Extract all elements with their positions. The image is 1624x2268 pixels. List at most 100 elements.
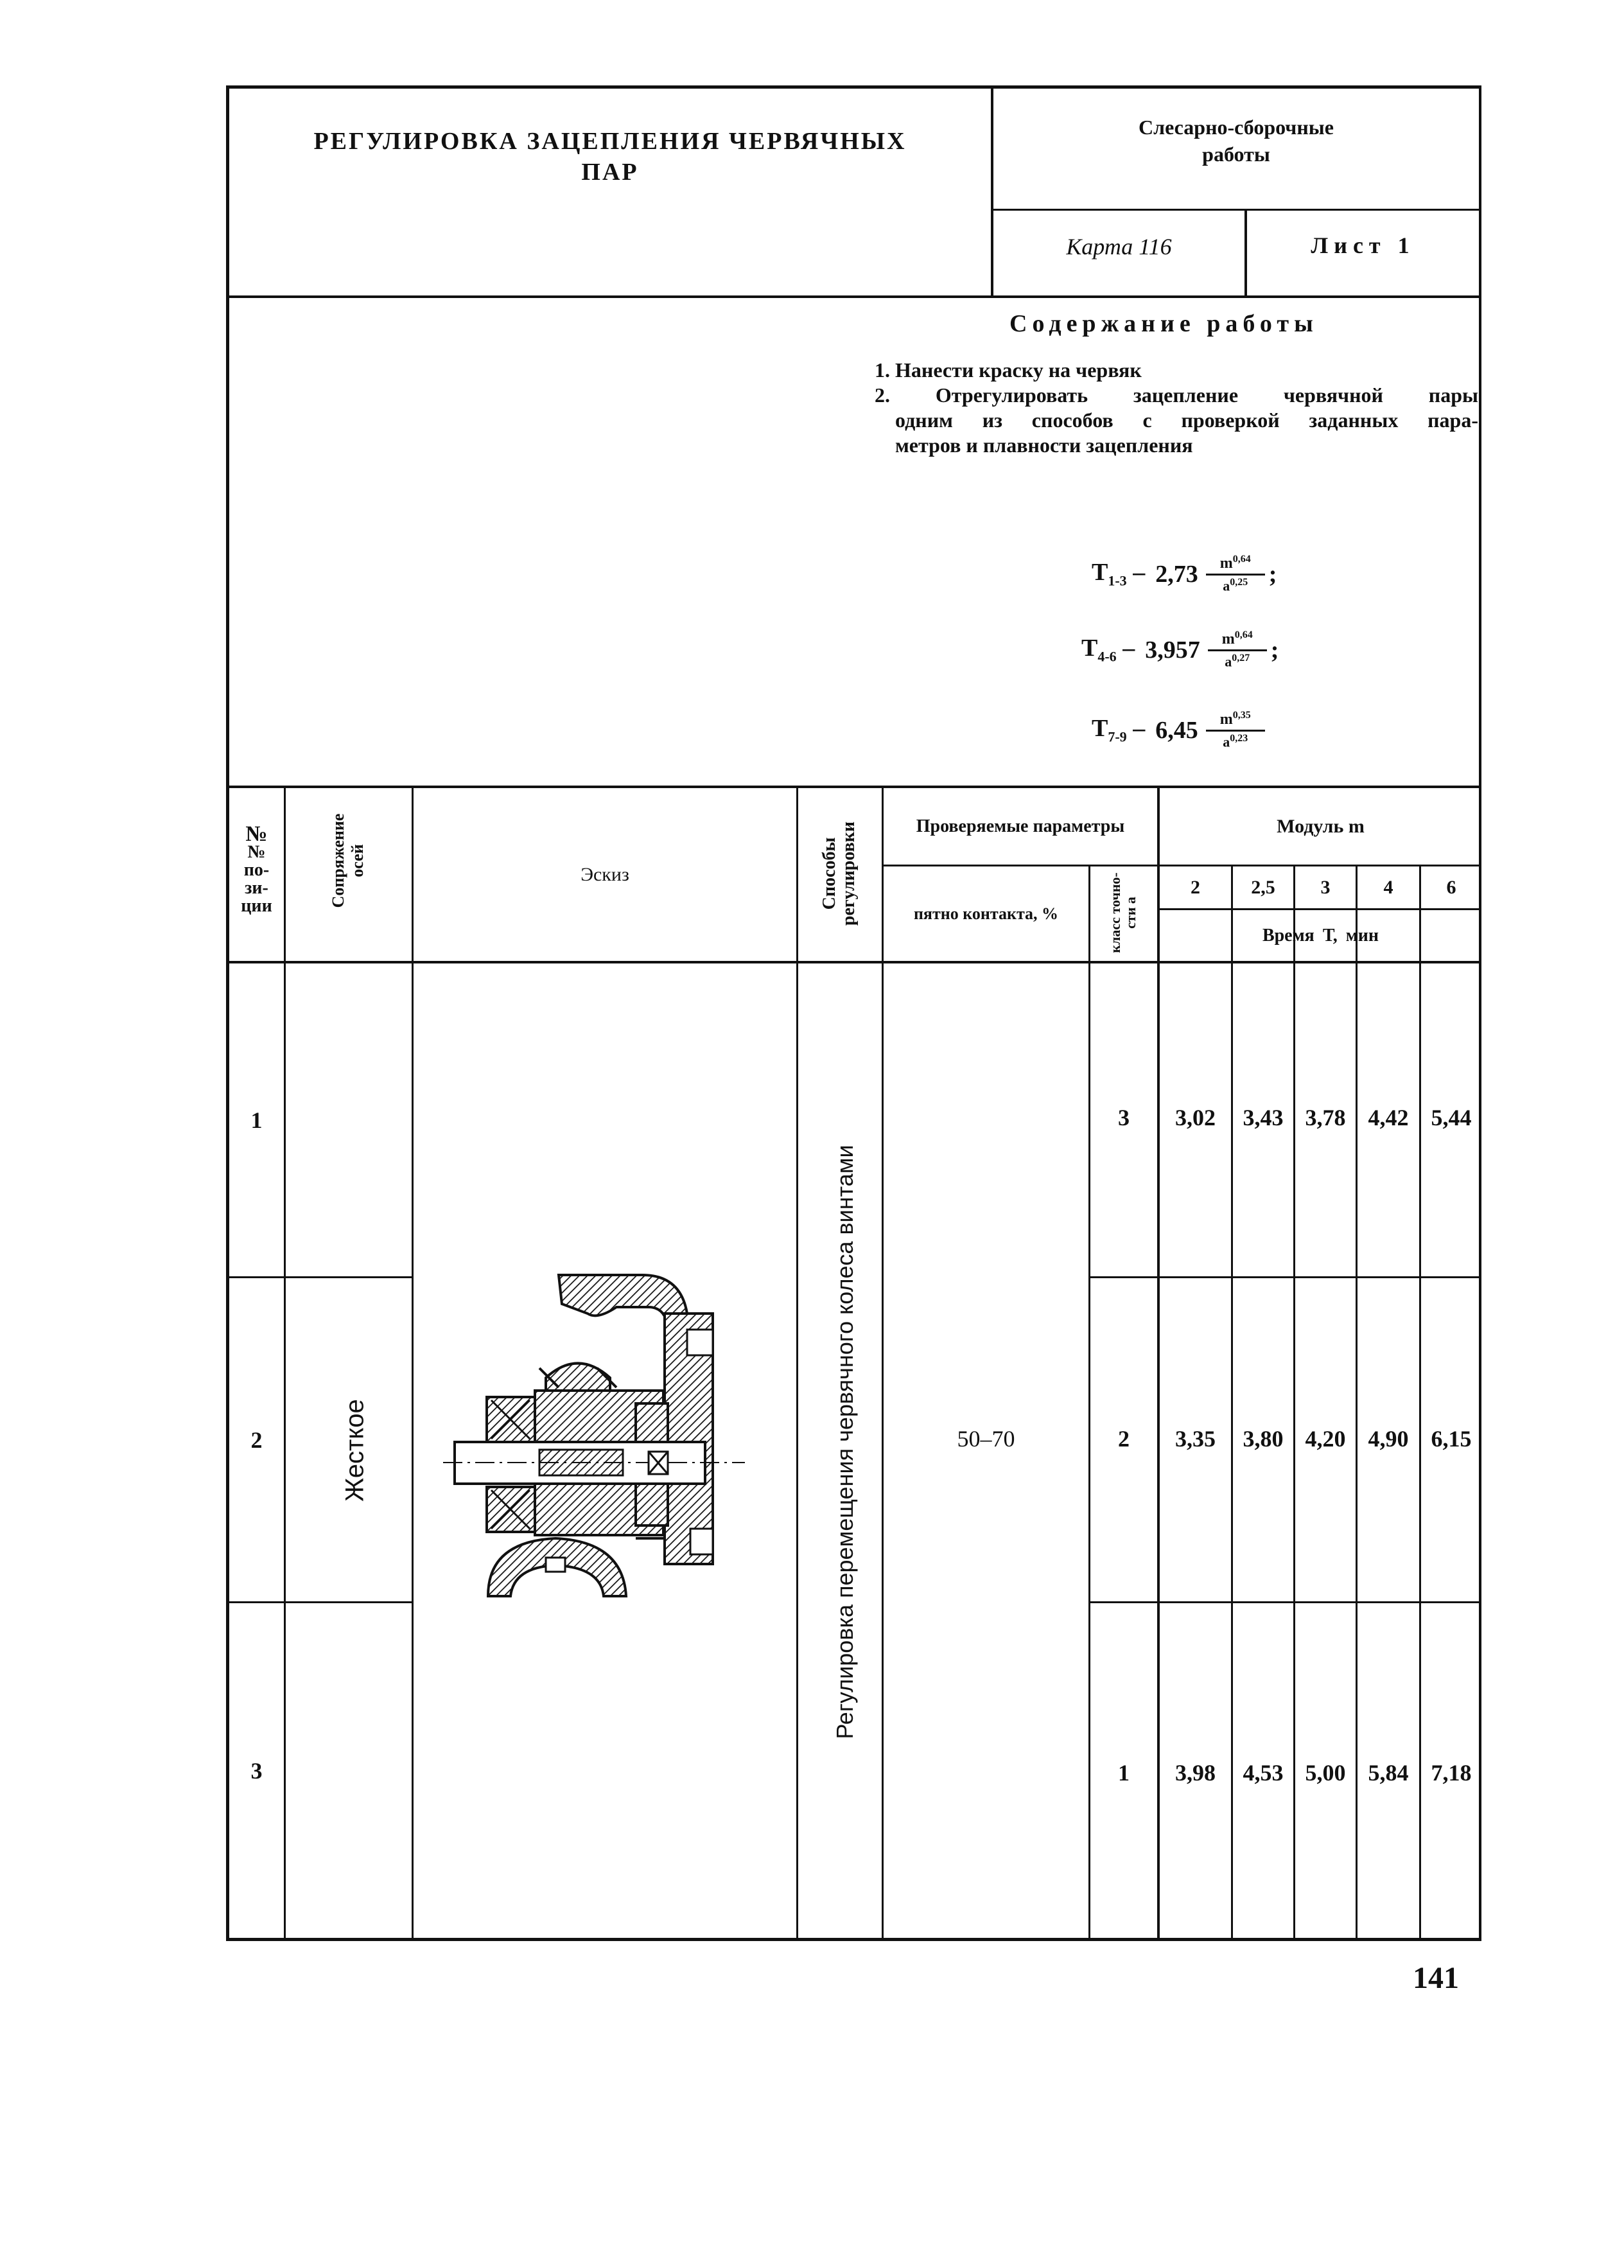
- row-1-time-m2-5: 3,43: [1243, 1105, 1284, 1130]
- col-line-6: [1157, 786, 1160, 1939]
- col-line-10: [1419, 865, 1421, 1939]
- formula-1-coefficient: 2,73: [1155, 560, 1198, 588]
- header-accuracy: класс точно- сти а: [1107, 872, 1139, 953]
- modules-subheader-line: [1157, 908, 1481, 910]
- row-2-time-m4: 4,90: [1368, 1426, 1409, 1452]
- col-line-8: [1293, 865, 1295, 1939]
- row-3-time-m6: 7,18: [1431, 1760, 1472, 1786]
- col-line-4: [882, 786, 884, 1939]
- content-title: Содержание работы: [1009, 310, 1318, 337]
- header-position: № № по- зи- ции: [229, 823, 284, 916]
- step-2-line-2: одним из способов с проверкой заданных п…: [895, 409, 1478, 432]
- row-1-time-m3: 3,78: [1305, 1105, 1346, 1130]
- formula-exponent: 0,35: [1232, 710, 1251, 721]
- row-3-time-m3: 5,00: [1305, 1760, 1346, 1786]
- formula-2-subscript: 4-6: [1097, 648, 1117, 665]
- step-2-line-1: 2. Отрегулировать зацепление червячной п…: [875, 383, 1478, 407]
- col-line-9: [1356, 865, 1358, 1939]
- header-contact: пятно контакта, %: [913, 904, 1059, 923]
- frame-left: [226, 85, 229, 1941]
- col-line-2: [412, 786, 414, 1939]
- title-line-1: РЕГУЛИРОВКА ЗАЦЕПЛЕНИЯ ЧЕРВЯЧНЫХ: [313, 128, 907, 155]
- module-4: 4: [1383, 876, 1393, 898]
- row-2-time-m6: 6,15: [1431, 1426, 1472, 1452]
- row-2-time-m3: 4,20: [1305, 1426, 1346, 1452]
- header-methods: Способы регулировки: [819, 821, 859, 926]
- row-3-time-m2: 3,98: [1175, 1760, 1216, 1786]
- col-line-1: [284, 786, 286, 1939]
- step-1: 1. Нанести краску на червяк: [875, 358, 1142, 382]
- formula-exponent: 0,25: [1230, 577, 1248, 588]
- work-category: Слесарно-сборочные работы: [993, 114, 1479, 168]
- params-subheader-line: [882, 865, 1481, 866]
- col-line-7: [1231, 865, 1233, 1939]
- row-2-accuracy: 2: [1118, 1426, 1130, 1452]
- header-vertical-1: [991, 85, 993, 297]
- row-3-time-m2-5: 4,53: [1243, 1760, 1284, 1786]
- work-steps: 1. Нанести краску на червяк 2. Отрегулир…: [875, 358, 1478, 458]
- screw-head-bottom: [689, 1527, 714, 1556]
- formula-2-tail: ;: [1270, 636, 1279, 664]
- header-position-label: № по- зи- ции: [241, 842, 272, 916]
- document-title: РЕГУЛИРОВКА ЗАЦЕПЛЕНИЯ ЧЕРВЯЧНЫХ ПАР: [231, 126, 989, 188]
- frame-right: [1479, 85, 1481, 1941]
- step-2-line-3: метров и плавности зацепления: [895, 434, 1193, 457]
- contact-value: 50–70: [957, 1426, 1015, 1452]
- table-top: [226, 786, 1481, 788]
- axes-value: Жесткое: [340, 1399, 369, 1502]
- formula-exponent: 0,64: [1234, 629, 1253, 640]
- formula-2-numerator: m0,64: [1207, 629, 1267, 651]
- module-3: 3: [1320, 876, 1331, 898]
- row-1-time-m4: 4,42: [1368, 1105, 1409, 1130]
- formula-2-coefficient: 3,957: [1145, 636, 1200, 664]
- worm-wheel-bottom: [486, 1536, 628, 1597]
- row-3-accuracy: 1: [1118, 1760, 1130, 1786]
- header-module: Модуль m: [1277, 815, 1365, 837]
- formula-exponent: 0,23: [1230, 733, 1248, 744]
- method-value: Регулировка перемещения червячного колес…: [832, 1145, 858, 1739]
- row-1-position: 1: [250, 1107, 263, 1133]
- row-2-position: 2: [250, 1427, 263, 1453]
- category-line-2: работы: [1202, 143, 1270, 166]
- row-1-time-m2: 3,02: [1175, 1105, 1216, 1130]
- category-line-1: Слесарно-сборочные: [1139, 116, 1334, 139]
- formula-exponent: 0,27: [1232, 653, 1250, 664]
- module-2-5: 2,5: [1251, 876, 1275, 898]
- formula-3-numerator: m0,35: [1205, 710, 1265, 732]
- col-line-5: [1088, 865, 1090, 1939]
- formula-1-tail: ;: [1268, 560, 1277, 588]
- formula-exponent: 0,64: [1232, 554, 1251, 565]
- formula-3-subscript: 7-9: [1108, 728, 1127, 745]
- header-divider: [226, 295, 1481, 298]
- module-2: 2: [1191, 876, 1200, 898]
- row-1-accuracy: 3: [1118, 1105, 1130, 1130]
- header-params: Проверяемые параметры: [916, 816, 1125, 836]
- title-line-2: ПАР: [581, 159, 639, 186]
- row-3-position: 3: [250, 1757, 263, 1784]
- screw-head-top: [686, 1328, 714, 1357]
- card-number: Карта 116: [1066, 234, 1172, 259]
- header-sketch: Эскиз: [581, 863, 629, 885]
- formula-3-coefficient: 6,45: [1155, 716, 1198, 744]
- sheet-number: Лист 1: [1311, 233, 1415, 258]
- row-3-time-m4: 5,84: [1368, 1760, 1409, 1786]
- formula-2-denominator: a0,27: [1225, 653, 1250, 670]
- formula-3-denominator: a0,23: [1223, 733, 1248, 750]
- row-sep-2-right: [1088, 1601, 1481, 1603]
- row-2-time-m2-5: 3,80: [1243, 1426, 1284, 1452]
- col-line-3: [796, 786, 798, 1939]
- frame-bottom: [226, 1938, 1481, 1941]
- page-number: 141: [1413, 1961, 1459, 1995]
- header-axes: Сопряжение осей: [329, 813, 367, 908]
- time-label: Время Т, мин: [1262, 925, 1379, 945]
- row-2-time-m2: 3,35: [1175, 1426, 1216, 1452]
- row-sep-1-left: [226, 1276, 413, 1278]
- formula-1-denominator: a0,25: [1223, 577, 1248, 594]
- row-sep-1-right: [1088, 1276, 1481, 1278]
- frame-top: [226, 85, 1481, 89]
- row-1-time-m6: 5,44: [1431, 1105, 1472, 1130]
